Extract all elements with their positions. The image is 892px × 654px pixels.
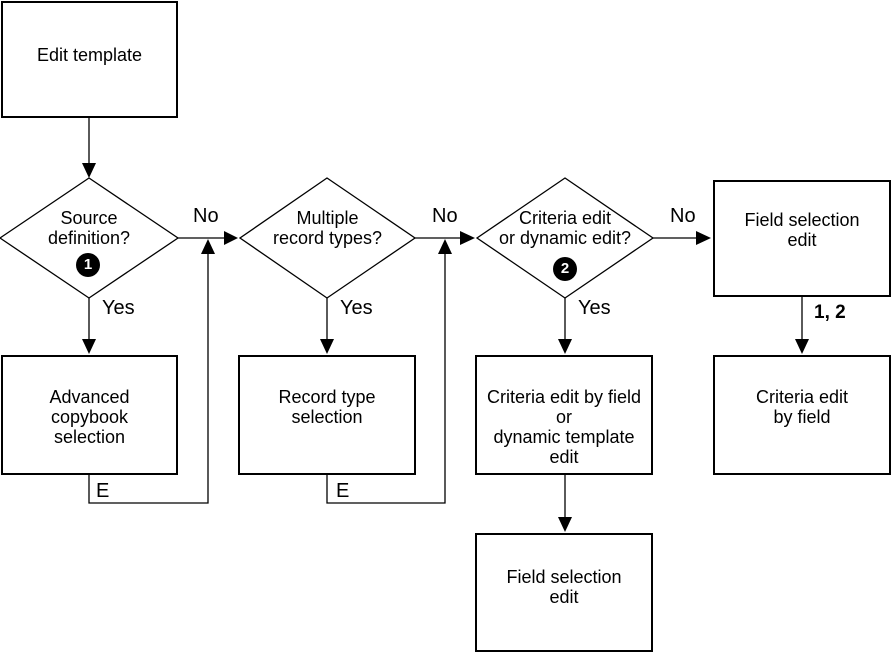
decision-label-line: definition? — [47, 228, 131, 248]
arrow-no-multiple-to-criteria — [415, 231, 475, 245]
node-label-line: copybook — [50, 407, 129, 427]
feedback-record-type-to-no-line — [326, 239, 452, 504]
node-edit-template: Edit template — [1, 1, 178, 118]
arrow-criteria-dynamic-to-field-selection-bottom — [558, 475, 572, 532]
node-label-line: or — [555, 407, 572, 427]
decision-label-line: Multiple — [296, 208, 359, 228]
node-label-line: by field — [773, 407, 831, 427]
note-badge-1: 1 — [76, 253, 100, 277]
node-label-line: Field selection — [744, 210, 860, 230]
node-record-type-selection: Record type selection — [238, 355, 416, 475]
edge-label-exit-multiple: E — [336, 480, 350, 502]
node-label-line: Criteria edit by field — [486, 387, 642, 407]
decision-multiple-record-types-label: Multiple record types? — [240, 208, 415, 248]
node-label-line: Field selection — [506, 567, 622, 587]
arrow-yes-source-to-advanced-copybook — [82, 298, 96, 354]
decision-label-line: Criteria edit — [518, 208, 612, 228]
edge-label-yes-multiple: Yes — [340, 297, 373, 319]
node-advanced-copybook-selection: Advanced copybook selection — [1, 355, 178, 475]
node-label-line: selection — [53, 427, 126, 447]
edge-label-no-criteria: No — [670, 205, 696, 227]
node-criteria-edit-by-field: Criteria edit by field — [713, 355, 891, 475]
edge-label-exit-source: E — [96, 480, 110, 502]
arrow-edit-template-to-source — [82, 118, 96, 178]
arrow-yes-multiple-to-record-type — [320, 298, 334, 354]
note-badge-2: 2 — [553, 257, 577, 281]
feedback-advanced-copybook-to-no-line — [88, 239, 215, 504]
arrow-no-source-to-multiple — [178, 231, 238, 245]
decision-label-line: or dynamic edit? — [498, 228, 632, 248]
node-label-line: edit — [549, 587, 579, 607]
arrow-field-selection-to-criteria-by-field — [795, 297, 809, 354]
decision-source-definition-label: Source definition? — [0, 208, 178, 248]
node-label-line: Advanced — [49, 387, 130, 407]
arrow-yes-criteria-to-criteria-dynamic — [558, 298, 572, 354]
decision-criteria-or-dynamic-label: Criteria edit or dynamic edit? — [477, 208, 653, 248]
decision-label-line: record types? — [272, 228, 383, 248]
edge-label-yes-criteria: Yes — [578, 297, 611, 319]
node-label-line: edit — [787, 230, 817, 250]
decision-label-line: Source — [60, 208, 118, 228]
node-criteria-edit-or-dynamic-template-edit: Criteria edit by field or dynamic templa… — [475, 355, 653, 475]
edge-label-one-two: 1, 2 — [814, 302, 846, 323]
edge-label-yes-source: Yes — [102, 297, 135, 319]
node-label-line: Record type — [278, 387, 376, 407]
node-label-line: edit — [549, 447, 579, 467]
node-label-line: selection — [291, 407, 363, 427]
edge-label-no-multiple: No — [432, 205, 458, 227]
node-edit-template-label: Edit template — [36, 45, 143, 65]
arrow-no-criteria-to-field-selection — [653, 231, 711, 245]
node-field-selection-edit-top: Field selection edit — [713, 180, 891, 297]
node-label-line: Criteria edit — [755, 387, 849, 407]
node-field-selection-edit-bottom: Field selection edit — [475, 533, 653, 652]
edge-label-no-source: No — [193, 205, 219, 227]
node-label-line: dynamic template — [493, 427, 635, 447]
